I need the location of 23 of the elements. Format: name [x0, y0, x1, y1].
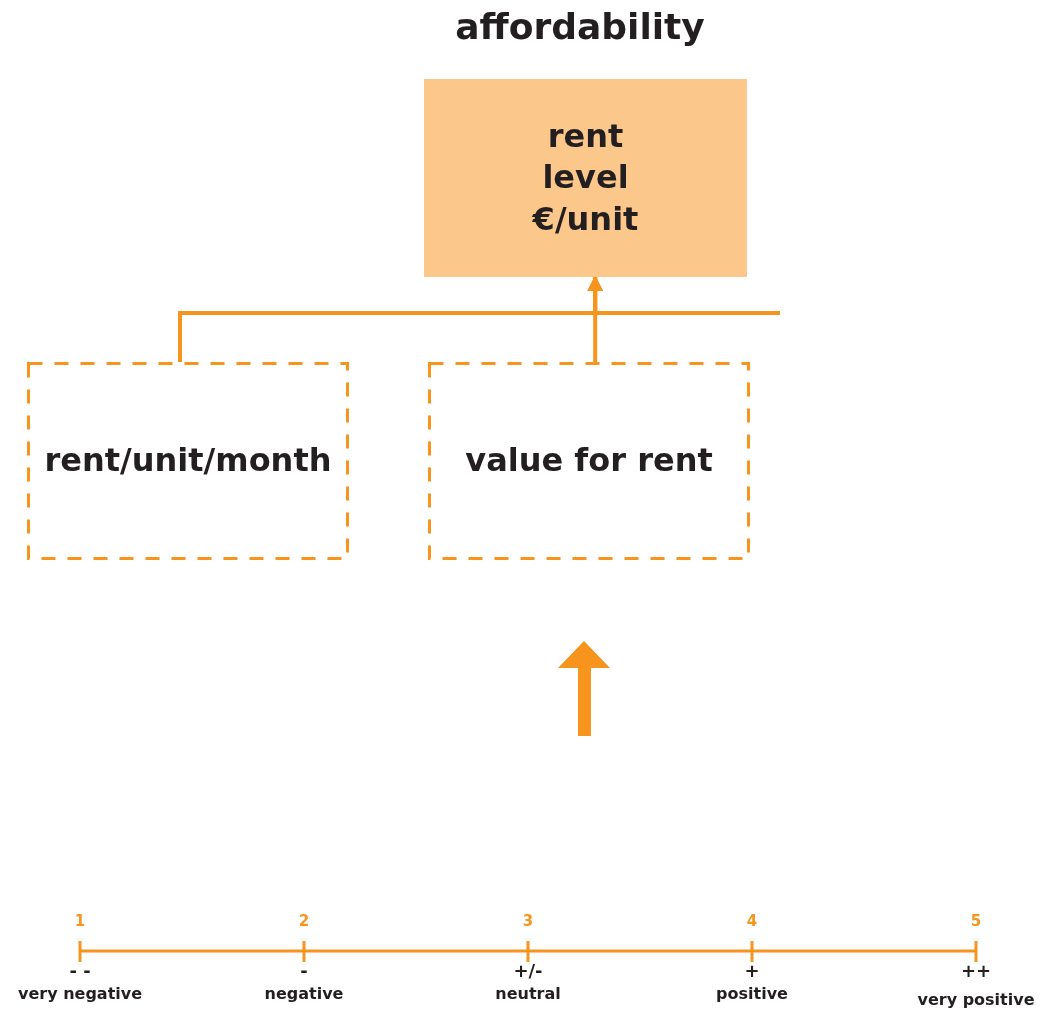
scale-number: 5 — [970, 914, 982, 929]
scale-number: 4 — [746, 914, 758, 929]
scale-label: negative — [264, 986, 344, 1002]
scale-number: 2 — [298, 914, 310, 929]
scale-symbol: + — [744, 962, 760, 980]
dashed-box — [428, 362, 750, 560]
scale-symbol: +/- — [513, 962, 543, 980]
process-box — [424, 79, 747, 277]
node-label: rent level €/unit — [531, 115, 640, 240]
scale-number: 1 — [74, 914, 86, 929]
scale-symbol: - - — [69, 962, 91, 980]
connector-arrow — [587, 275, 780, 315]
node-label: rent/unit/month — [44, 440, 332, 482]
scale-symbol: - — [300, 962, 308, 980]
scale-label: very positive — [917, 992, 1035, 1008]
diagram-title: affordability — [455, 6, 705, 47]
scale-label: very negative — [17, 986, 143, 1002]
node-label: value for rent — [465, 440, 713, 482]
scale-number: 3 — [522, 914, 534, 929]
scale-label: neutral — [495, 986, 561, 1002]
scale-label: positive — [716, 986, 788, 1002]
dashed-box — [27, 362, 349, 560]
scale-symbol: ++ — [960, 962, 992, 980]
